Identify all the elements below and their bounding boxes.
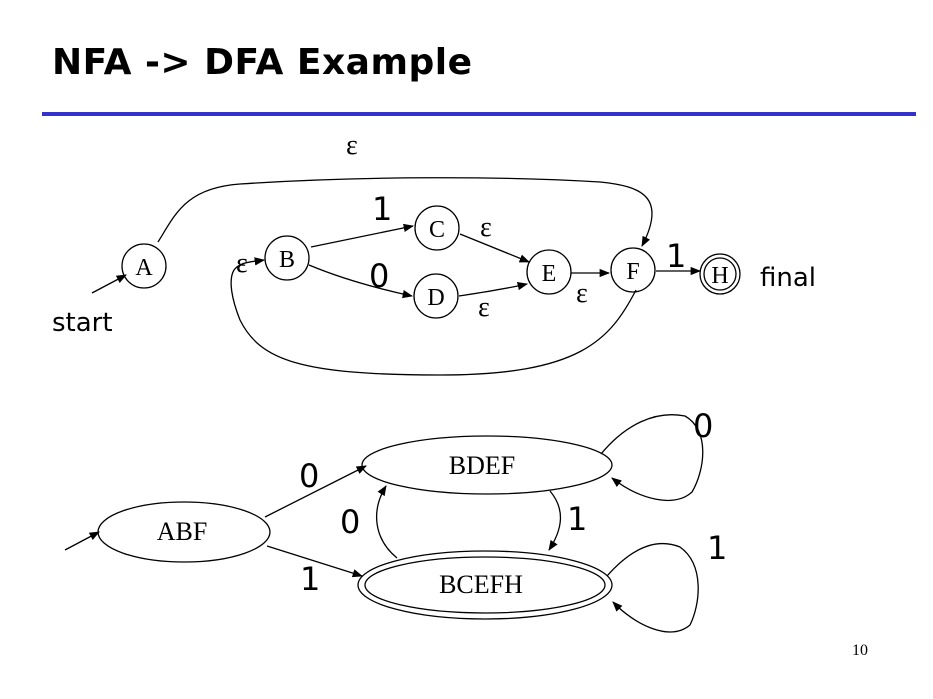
nfa-label-f: F <box>626 259 639 285</box>
dfa-edge-bcefh-bdef <box>375 485 398 559</box>
dfa-start-arrow <box>64 531 100 551</box>
nfa-zero-b-d: 0 <box>369 257 389 295</box>
nfa-state-b <box>264 235 310 281</box>
nfa-state-h-inner <box>703 257 737 291</box>
nfa-diagram <box>91 177 741 376</box>
dfa-loop-bdef <box>600 414 704 501</box>
dfa-label-bdef: BDEF <box>449 451 515 480</box>
dfa-edge-bdef-bcefh <box>548 490 562 551</box>
dfa-label-bcefh-loop: 1 <box>707 529 727 567</box>
nfa-state-labels: A B C D E F H <box>135 217 728 311</box>
nfa-state-a <box>121 243 167 289</box>
nfa-state-h-outer <box>699 253 741 295</box>
dfa-diagram <box>64 414 704 633</box>
dfa-label-bcefh: BCEFH <box>439 570 523 599</box>
dfa-edge-abf-bcefh <box>266 545 363 578</box>
page-number: 10 <box>852 642 868 659</box>
dfa-state-bcefh-inner <box>364 556 606 614</box>
nfa-label-b: B <box>279 247 295 273</box>
nfa-start-arrow <box>91 274 127 294</box>
nfa-label-e: E <box>542 261 557 287</box>
nfa-edge-c-e <box>459 233 530 263</box>
dfa-label-bdef-loop: 0 <box>693 407 713 445</box>
dfa-edge-abf-bdef <box>264 465 367 518</box>
nfa-state-f <box>610 247 656 293</box>
nfa-state-c <box>414 205 460 251</box>
nfa-eps-e-f: ε <box>576 278 588 309</box>
nfa-eps-top: ε <box>346 130 358 161</box>
nfa-label-h: H <box>711 263 728 289</box>
nfa-label-c: C <box>429 217 445 243</box>
dfa-edge-labels: 0 1 0 1 0 1 <box>299 407 727 598</box>
nfa-edge-a-f <box>157 177 653 247</box>
nfa-eps-d-e: ε <box>478 292 490 323</box>
nfa-edge-b-c <box>310 223 415 248</box>
dfa-label-abf: ABF <box>157 517 208 546</box>
dfa-loop-bcefh <box>606 543 699 633</box>
dfa-label-abf-bcefh: 1 <box>300 560 320 598</box>
nfa-label-d: D <box>427 285 444 311</box>
nfa-final-label: final <box>760 263 816 293</box>
dfa-label-bcefh-bdef: 0 <box>340 503 360 541</box>
nfa-eps-b: ε <box>236 248 248 279</box>
nfa-start-label: start <box>52 308 113 338</box>
nfa-edge-b-d <box>308 264 414 299</box>
slide-title: NFA -> DFA Example <box>52 42 473 83</box>
nfa-edge-labels: ε ε ε ε ε 1 0 1 start final <box>52 130 816 338</box>
dfa-label-bdef-bcefh: 1 <box>567 500 587 538</box>
dfa-label-abf-bdef: 0 <box>299 457 319 495</box>
nfa-edge-d-e <box>458 282 529 297</box>
dfa-state-labels: ABF BDEF BCEFH <box>157 451 523 599</box>
nfa-one-b-c: 1 <box>372 190 392 228</box>
nfa-state-d <box>413 273 459 319</box>
dfa-state-bdef <box>361 435 613 495</box>
nfa-eps-c-e: ε <box>480 212 492 243</box>
nfa-label-a: A <box>135 255 153 281</box>
title-divider <box>42 112 916 116</box>
dfa-state-bcefh-outer <box>357 550 613 620</box>
nfa-state-e <box>526 249 572 295</box>
nfa-one-f-h: 1 <box>666 237 686 275</box>
nfa-edge-f-b <box>230 257 637 376</box>
dfa-state-abf <box>97 501 271 563</box>
